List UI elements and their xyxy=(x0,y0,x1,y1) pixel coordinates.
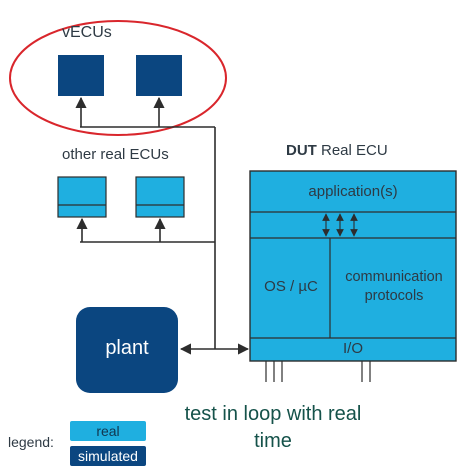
application-label: application(s) xyxy=(308,183,398,200)
legend-label: legend: xyxy=(8,434,54,450)
internal-arrows xyxy=(322,213,358,237)
vecus-label: vECUs xyxy=(62,24,112,41)
dut-title: DUT Real ECU xyxy=(286,142,388,159)
real-ecu-box-2 xyxy=(135,176,185,218)
io-label: I/O xyxy=(342,340,363,357)
dut-real-ecu xyxy=(249,170,457,362)
other-real-ecus-label: other real ECUs xyxy=(62,146,169,163)
vecu-box-2 xyxy=(136,55,182,96)
vecu-box-1 xyxy=(58,55,104,96)
io-pins xyxy=(265,361,371,382)
plant-block xyxy=(76,307,178,393)
legend-real-swatch: real xyxy=(70,421,146,441)
vecu-highlight-ellipse xyxy=(9,20,227,136)
legend-simulated-swatch: simulated xyxy=(70,446,146,466)
real-ecu-box-1 xyxy=(57,176,107,218)
dut-rest-label: Real ECU xyxy=(316,142,388,159)
connection-lines xyxy=(75,96,250,355)
os-label: OS / µC xyxy=(264,278,318,295)
plant-label: plant xyxy=(105,337,149,359)
caption: test in loop with real time xyxy=(184,403,362,452)
dut-bold-label: DUT xyxy=(286,142,317,159)
communication-protocols-label: communication protocols xyxy=(345,269,443,304)
